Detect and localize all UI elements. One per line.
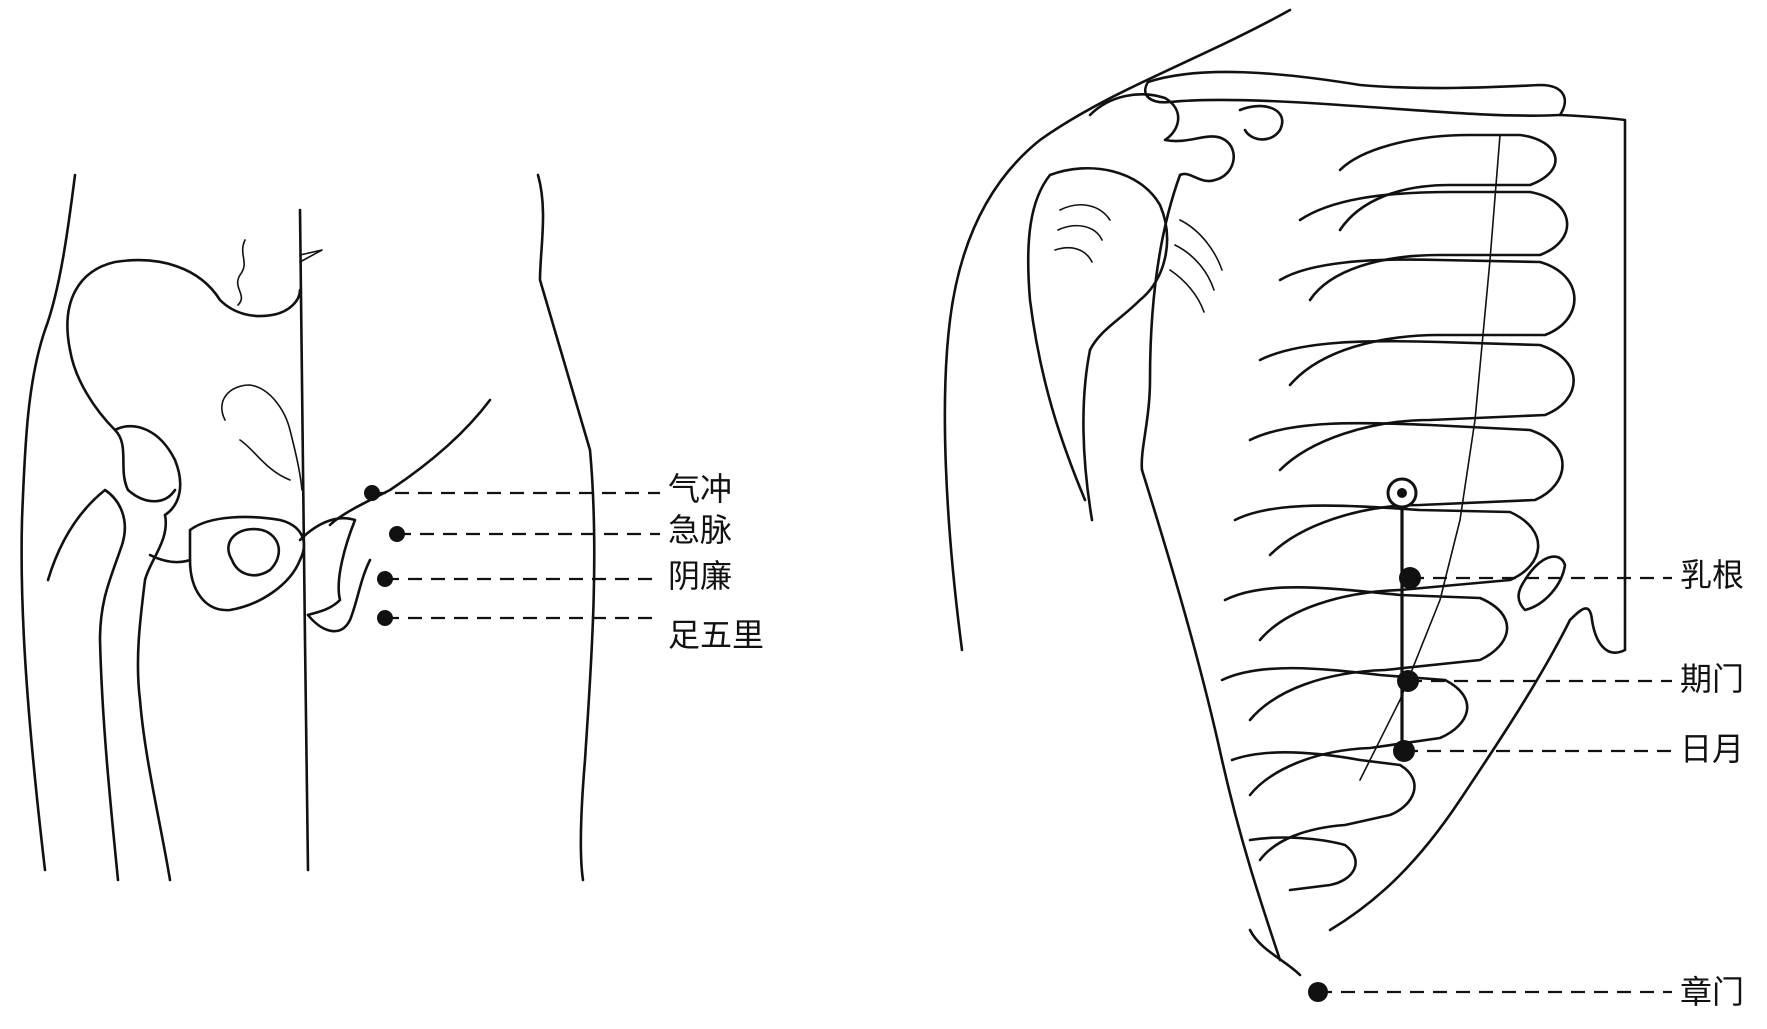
pubic-ramus <box>190 517 304 610</box>
pubic-symphysis <box>300 518 355 615</box>
costal-margin <box>1330 620 1570 930</box>
acupoint-label: 足五里 <box>668 616 764 654</box>
pelvic-inlet <box>222 385 302 490</box>
ilium-lower <box>70 350 175 501</box>
acupoint-marker[interactable] <box>377 610 393 626</box>
humeral-head <box>1050 168 1167 350</box>
nipple-center <box>1397 488 1407 498</box>
rib <box>1222 668 1467 795</box>
costal-cartilage-line <box>1360 135 1500 780</box>
acupoint-marker[interactable] <box>1393 740 1415 762</box>
pelvic-inlet-inner <box>240 440 290 480</box>
acromion <box>1090 94 1234 181</box>
acupoint-marker[interactable] <box>389 526 405 542</box>
right-body-outline <box>538 175 594 880</box>
acupoint-marker[interactable] <box>377 571 393 587</box>
acupoint-label: 日月 <box>1680 730 1744 768</box>
left-body-outline <box>22 175 75 870</box>
humerus-texture <box>1055 205 1110 262</box>
acupoint-label: 乳根 <box>1680 556 1744 594</box>
sacrum-edge <box>238 240 245 305</box>
floating-rib <box>1519 557 1565 610</box>
eleventh-rib-tip <box>1250 930 1300 975</box>
sternum <box>1560 115 1625 653</box>
pelvis-figure <box>22 175 595 880</box>
femur-lateral <box>48 490 125 880</box>
ribs <box>1142 135 1574 975</box>
pelvis-acupoints: 气冲 急脉 阴廉 足五里 <box>364 470 764 654</box>
trunk-outline <box>1142 470 1280 960</box>
scapula-border <box>1142 175 1180 470</box>
inguinal-ligament <box>330 400 490 525</box>
coracoid <box>1240 106 1282 139</box>
humerus-lateral <box>1028 175 1085 500</box>
rib <box>1250 838 1356 890</box>
thorax-acupoints: 乳根 期门 日月 章门 <box>1308 556 1744 1011</box>
obturator-foramen <box>228 529 278 575</box>
femur-medial <box>138 515 170 880</box>
rib <box>1300 192 1567 300</box>
scapula-texture <box>1170 220 1222 312</box>
acupoint-label: 阴廉 <box>668 557 732 595</box>
acupoint-label: 章门 <box>1680 973 1744 1011</box>
rib <box>1340 135 1555 230</box>
rib <box>1260 341 1574 470</box>
rib <box>1232 752 1414 860</box>
acupoint-marker[interactable] <box>364 485 380 501</box>
acupoint-label: 气冲 <box>668 470 732 508</box>
clavicle <box>1145 72 1565 116</box>
acupoint-label: 期门 <box>1680 660 1744 698</box>
umbilicus-mark <box>300 250 322 262</box>
acupoint-marker[interactable] <box>1308 982 1328 1002</box>
humerus-medial <box>1083 350 1092 520</box>
rib <box>1280 260 1574 385</box>
acupoint-marker[interactable] <box>1399 567 1421 589</box>
rib <box>1235 506 1538 640</box>
acupoint-marker[interactable] <box>1397 670 1419 692</box>
shoulder-outline <box>945 10 1290 650</box>
iliac-crest <box>67 260 300 350</box>
acupoint-label: 急脉 <box>668 511 732 549</box>
thorax-figure <box>945 10 1625 975</box>
